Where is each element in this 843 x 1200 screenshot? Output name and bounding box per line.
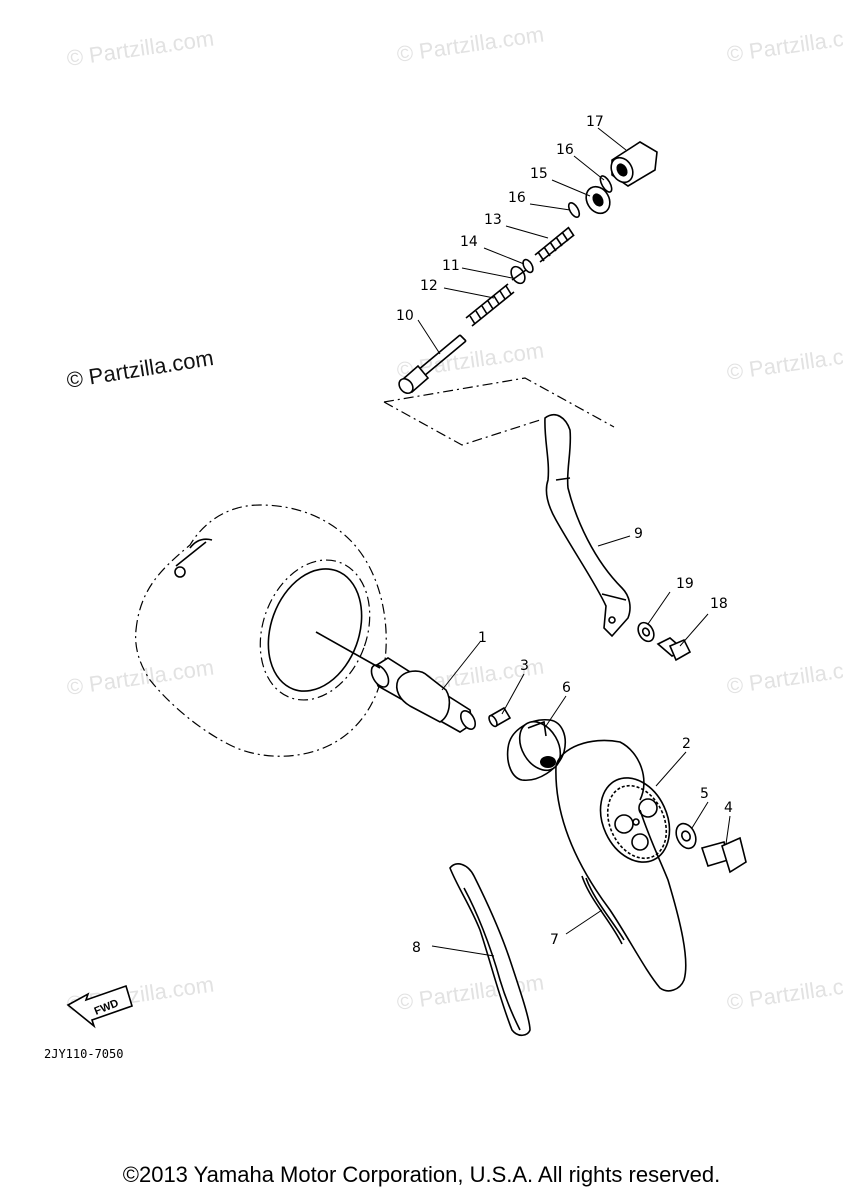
part-10-rod (398, 334, 467, 395)
callout-14: 14 (460, 234, 478, 250)
callout-5: 5 (700, 786, 709, 802)
cam-chain-loop (555, 739, 687, 992)
callout-2: 2 (682, 736, 691, 752)
callout-13: 13 (484, 212, 502, 228)
watermark: © Partzilla.com (65, 655, 215, 700)
callout-16: 16 (508, 190, 526, 206)
part-16-o-ring (599, 175, 613, 193)
callout-1: 1 (478, 630, 487, 646)
watermark: © Partzilla.com (725, 22, 843, 67)
callout-4: 4 (724, 800, 733, 816)
part-2-sprocket (599, 777, 671, 863)
part-9-tensioner-guide (544, 414, 631, 638)
callout-8: 8 (412, 940, 421, 956)
copyright-notice: ©2013 Yamaha Motor Corporation, U.S.A. A… (122, 1162, 721, 1187)
drawing-code: 2JY110-7050 (44, 1047, 123, 1061)
callout-19: 19 (676, 576, 694, 592)
crankcase-cover (135, 504, 387, 757)
part-15-bearing (585, 185, 611, 215)
part-17-cap (610, 141, 658, 187)
watermark: © Partzilla.com (65, 26, 215, 71)
part-11-rod-end (510, 265, 527, 285)
callout-18: 18 (710, 596, 728, 612)
part-7-cam-chain (581, 875, 625, 945)
part-16-o-ring (567, 201, 581, 219)
leader-lines (417, 127, 731, 957)
part-6-decompressor (506, 719, 566, 781)
part-12-spring (465, 283, 515, 327)
callout-7: 7 (550, 932, 559, 948)
callout-11: 11 (442, 258, 460, 274)
part-3-pin (488, 706, 512, 728)
callout-16: 16 (556, 142, 574, 158)
callout-3: 3 (520, 658, 529, 674)
part-19-washer (637, 621, 655, 643)
callout-labels: 17 16 15 16 13 14 11 12 10 9 19 18 1 3 6… (396, 114, 733, 956)
watermark: © Partzilla.com (725, 970, 843, 1015)
callout-17: 17 (586, 114, 604, 130)
callout-10: 10 (396, 308, 414, 324)
callout-9: 9 (634, 526, 643, 542)
watermark: © Partzilla.com (395, 22, 545, 67)
part-13-spring (534, 226, 575, 263)
part-1-camshaft (315, 631, 477, 733)
watermark-dark: © Partzilla.com (65, 345, 215, 393)
assembly-guide-line (383, 377, 615, 446)
fwd-arrow: FWD (66, 984, 133, 1029)
part-8-chain-guide (449, 863, 531, 1037)
callout-12: 12 (420, 278, 438, 294)
part-4-bolt (700, 836, 747, 874)
callout-15: 15 (530, 166, 548, 182)
watermark: © Partzilla.com (725, 654, 843, 699)
part-14-washer (522, 258, 534, 274)
watermark: © Partzilla.com (725, 340, 843, 385)
callout-6: 6 (562, 680, 571, 696)
part-18-bolt (656, 637, 692, 662)
part-5-washer (675, 822, 697, 850)
